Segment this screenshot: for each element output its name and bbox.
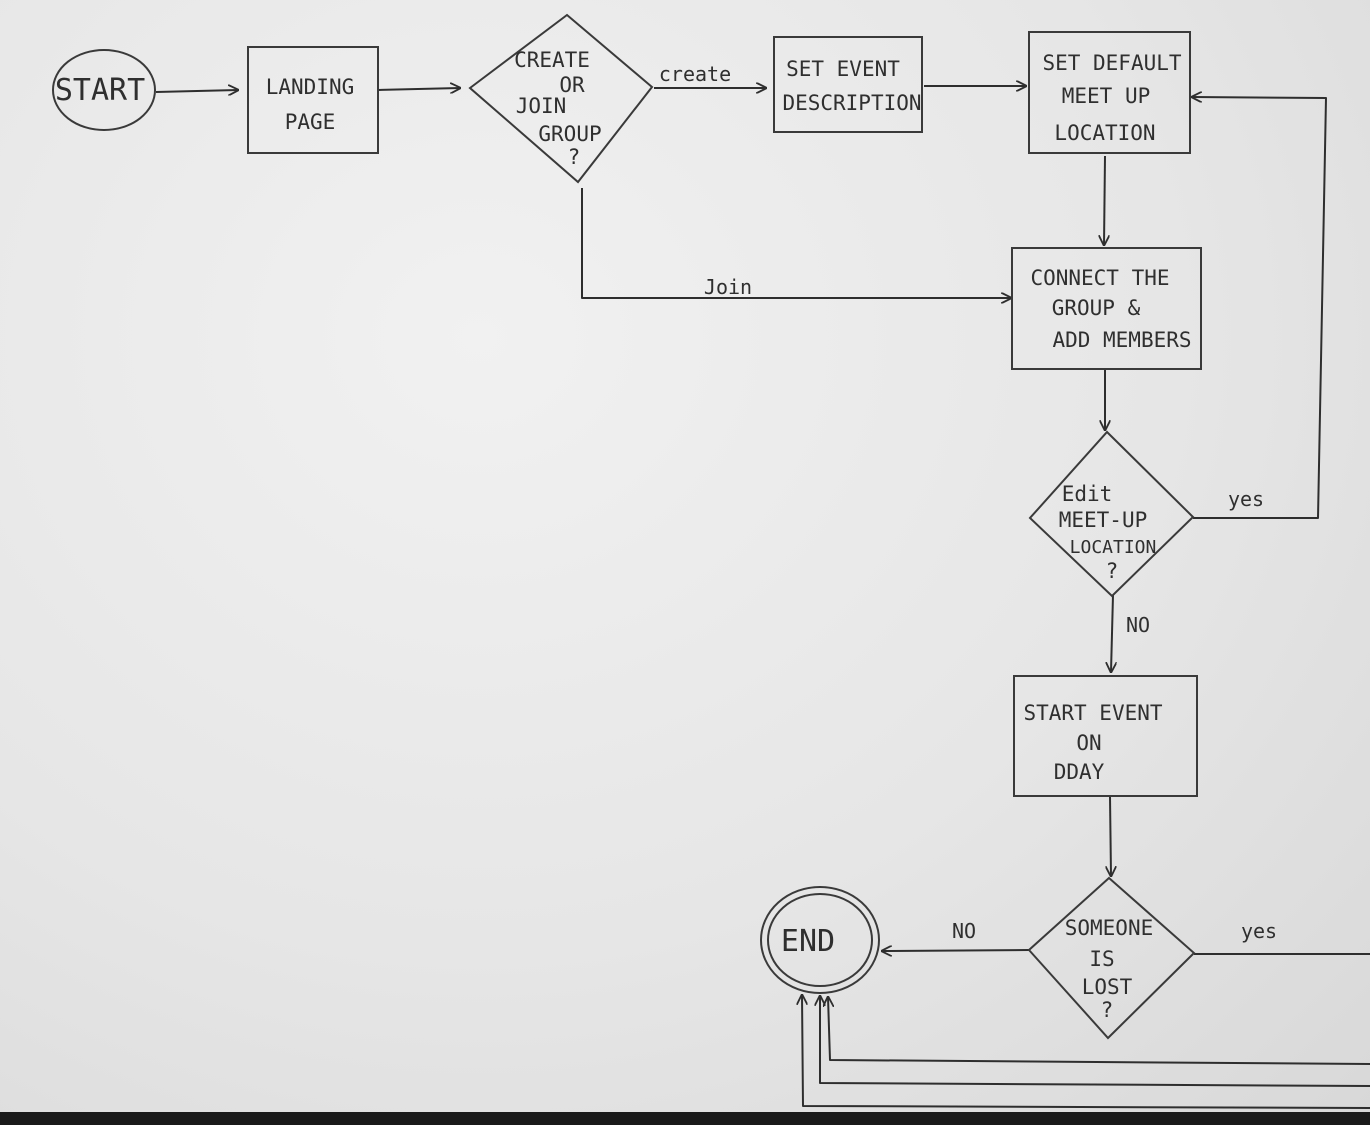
node-set-event-description: SET EVENT DESCRIPTION: [773, 36, 923, 133]
connect-line-1: CONNECT THE: [1030, 266, 1169, 290]
edge-return-3: [802, 995, 1370, 1109]
edge-edit-yes-loop: [1192, 97, 1327, 519]
end-label: END: [781, 924, 835, 959]
decision1-line-5: ?: [568, 145, 581, 169]
edge-label-create: create: [659, 62, 731, 86]
start-label: START: [55, 73, 145, 108]
decision1-line-1: CREATE: [514, 48, 590, 72]
node-landing-page: LANDING PAGE: [247, 46, 379, 154]
edge-start-to-landing: [155, 90, 238, 92]
edge-label-edit-yes: yes: [1228, 487, 1264, 511]
start-event-line-2: ON: [1076, 731, 1101, 755]
default-line-3: LOCATION: [1054, 121, 1155, 145]
edge-landing-to-decision: [377, 88, 460, 90]
lost-line-3: LOST: [1082, 975, 1133, 999]
edge-lost-no: [882, 950, 1030, 951]
node-start-event: START EVENT ON DDAY: [1013, 675, 1198, 797]
edit-line-4: ?: [1106, 559, 1119, 583]
lost-line-1: SOMEONE: [1065, 916, 1154, 940]
edge-label-lost-yes: yes: [1241, 919, 1277, 943]
description-line-2: DESCRIPTION: [782, 91, 921, 115]
description-line-1: SET EVENT: [786, 57, 900, 81]
edge-label-edit-no: NO: [1126, 613, 1150, 637]
lost-line-2: IS: [1089, 947, 1114, 971]
node-end: END: [760, 886, 880, 994]
node-someone-lost: SOMEONE IS LOST ?: [1027, 876, 1196, 1040]
connect-line-3: ADD MEMBERS: [1052, 328, 1191, 352]
edge-edit-no: [1111, 594, 1113, 672]
edge-label-join: Join: [704, 275, 752, 299]
edge-labels: create Join yes NO NO yes: [659, 62, 1277, 943]
edge-default-to-connect: [1104, 155, 1105, 245]
decision1-line-2: OR: [559, 73, 585, 97]
edge-start-event-to-lost: [1110, 796, 1111, 876]
decision1-line-4: GROUP: [538, 122, 601, 146]
edges: [155, 86, 1370, 1109]
start-event-line-1: START EVENT: [1023, 701, 1162, 725]
edit-line-2: MEET-UP: [1059, 508, 1148, 532]
edge-return-1: [828, 997, 1370, 1065]
default-line-1: SET DEFAULT: [1042, 51, 1181, 75]
node-create-or-join: CREATE OR JOIN GROUP ?: [468, 13, 654, 184]
node-start: START: [52, 49, 156, 131]
edit-line-1: Edit: [1062, 482, 1113, 506]
edit-line-3: LOCATION: [1070, 537, 1157, 558]
node-set-default-meetup: SET DEFAULT MEET UP LOCATION: [1028, 31, 1191, 154]
decision1-line-3: JOIN: [516, 94, 567, 118]
edge-return-2: [820, 996, 1370, 1087]
photo-bottom-edge: [0, 1112, 1370, 1125]
default-line-2: MEET UP: [1062, 84, 1151, 108]
connect-line-2: GROUP &: [1052, 296, 1141, 320]
node-connect-group: CONNECT THE GROUP & ADD MEMBERS: [1011, 247, 1202, 370]
edge-label-lost-no: NO: [952, 919, 976, 943]
landing-line-1: LANDING: [266, 75, 355, 99]
edge-join: [581, 188, 1011, 298]
lost-line-4: ?: [1101, 998, 1114, 1022]
landing-line-2: PAGE: [285, 110, 336, 134]
start-event-line-3: DDAY: [1054, 760, 1105, 784]
node-edit-meetup: Edit MEET-UP LOCATION ?: [1028, 430, 1195, 598]
